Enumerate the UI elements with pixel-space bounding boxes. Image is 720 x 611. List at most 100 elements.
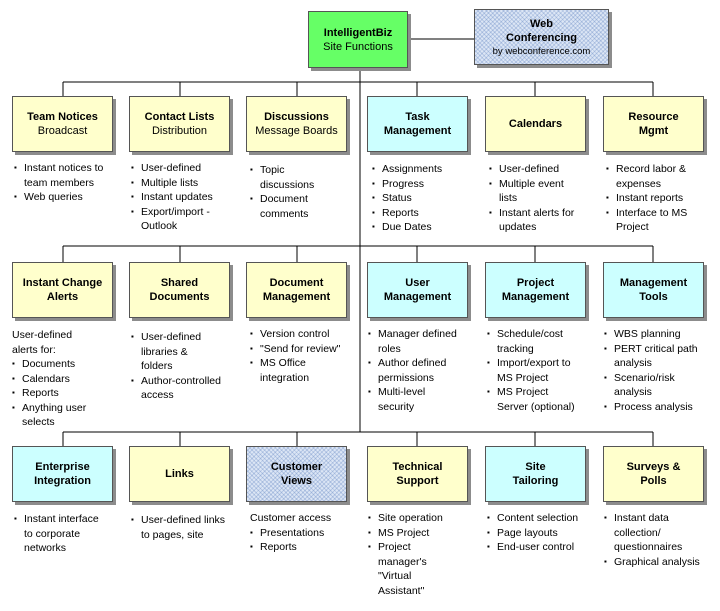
document-management-details: Version control"Send for review"MS Offic… (250, 327, 346, 385)
list-item: "Send for review" (250, 342, 346, 357)
node-title: Project Management (501, 277, 570, 303)
list-item: Assignments (372, 162, 464, 177)
list-item: Author defined permissions (368, 356, 464, 385)
list-item: End-user control (487, 540, 579, 555)
node-instant-change-alerts: Instant Change Alerts (12, 262, 113, 318)
team-notices-details: Instant notices to team membersWeb queri… (14, 161, 110, 205)
user-management-details: Manager defined rolesAuthor defined perm… (368, 327, 464, 414)
node-title: Resource Mgmt (628, 111, 679, 137)
list-item: Instant alerts for updates (489, 206, 583, 235)
list-item: Version control (250, 327, 346, 342)
surveys-polls-details: Instant data collection/ questionnairesG… (604, 511, 708, 569)
node-surveys-polls: Surveys & Polls (603, 446, 704, 502)
list-item: Export/import - Outlook (131, 205, 227, 234)
list-item: Status (372, 191, 464, 206)
discussions-details: Topic discussionsDocument comments (250, 163, 340, 221)
node-title: Calendars (508, 118, 563, 130)
list-item: Multiple lists (131, 176, 227, 191)
task-management-details: AssignmentsProgressStatusReportsDue Date… (372, 162, 464, 235)
list-item: Web queries (14, 190, 110, 205)
list-item: Reports (12, 386, 112, 401)
list-item: User-defined libraries & folders (131, 330, 221, 374)
node-title: Shared Documents (149, 277, 210, 303)
list-item: Process analysis (604, 400, 704, 415)
list-item: Import/export to MS Project (487, 356, 581, 385)
node-discussions: Discussions Message Boards (246, 96, 347, 152)
resource-mgmt-details: Record labor & expensesInstant reportsIn… (606, 162, 706, 235)
node-title: Site Tailoring (512, 461, 559, 487)
list-item: Calendars (12, 372, 112, 387)
node-title: Links (165, 468, 194, 480)
web-conferencing-title: Web Conferencing (506, 17, 577, 44)
list-item: Instant interface to corporate networks (14, 512, 102, 556)
list-item: Anything user selects (12, 401, 112, 430)
calendars-details: User-definedMultiple event listsInstant … (489, 162, 583, 235)
management-tools-details: WBS planningPERT critical path analysisS… (604, 327, 704, 414)
node-technical-support: Technical Support (367, 446, 468, 502)
node-title: Document Management (262, 277, 331, 303)
node-title: Management Tools (619, 277, 688, 303)
list-item: Content selection (487, 511, 579, 526)
list-item: Instant data collection/ questionnaires (604, 511, 708, 555)
list-item: User-defined (131, 161, 227, 176)
node-title: Discussions (264, 111, 329, 123)
node-title: Technical Support (392, 461, 443, 487)
list-item: Document comments (250, 192, 340, 221)
node-title: Team Notices (27, 111, 98, 123)
list-item: Page layouts (487, 526, 579, 541)
details-intro: User-defined alerts for: (12, 329, 73, 356)
list-item: Multiple event lists (489, 177, 583, 206)
node-user-management: User Management (367, 262, 468, 318)
node-links: Links (129, 446, 230, 502)
list-item: Project manager's "Virtual Assistant" (368, 540, 440, 598)
list-item: Manager defined roles (368, 327, 464, 356)
node-site-tailoring: Site Tailoring (485, 446, 586, 502)
node-resource-mgmt: Resource Mgmt (603, 96, 704, 152)
customer-views-details: Customer access PresentationsReports (250, 511, 350, 555)
node-project-management: Project Management (485, 262, 586, 318)
node-calendars: Calendars (485, 96, 586, 152)
list-item: User-defined (489, 162, 583, 177)
node-management-tools: Management Tools (603, 262, 704, 318)
project-management-details: Schedule/cost trackingImport/export to M… (487, 327, 581, 414)
technical-support-details: Site operationMS ProjectProject manager'… (368, 511, 462, 598)
node-customer-views: Customer Views (246, 446, 347, 502)
node-subtitle: Message Boards (255, 125, 338, 137)
list-item: MS Office integration (250, 356, 346, 385)
node-title: Task Management (383, 111, 452, 137)
list-item: Author-controlled access (131, 374, 221, 403)
enterprise-integration-details: Instant interface to corporate networks (14, 512, 102, 556)
list-item: Instant updates (131, 190, 227, 205)
list-item: Schedule/cost tracking (487, 327, 581, 356)
web-conferencing-subtitle: by webconference.com (492, 45, 591, 57)
list-item: MS Project Server (optional) (487, 385, 581, 414)
list-item: PERT critical path analysis (604, 342, 704, 371)
list-item: MS Project (368, 526, 462, 541)
node-subtitle: Distribution (151, 125, 208, 137)
node-title: User Management (383, 277, 452, 303)
instant-change-alerts-details: User-defined alerts for: DocumentsCalend… (12, 328, 112, 430)
shared-documents-details: User-defined libraries & foldersAuthor-c… (131, 330, 221, 403)
node-title: Enterprise Integration (34, 461, 91, 487)
node-task-management: Task Management (367, 96, 468, 152)
list-item: Instant reports (606, 191, 706, 206)
main-node-title: IntelligentBiz (323, 26, 393, 39)
web-conferencing-node: Web Conferencing by webconference.com (474, 9, 609, 65)
node-enterprise-integration: Enterprise Integration (12, 446, 113, 502)
list-item: Documents (12, 357, 112, 372)
contact-lists-details: User-definedMultiple listsInstant update… (131, 161, 227, 234)
node-contact-lists: Contact Lists Distribution (129, 96, 230, 152)
node-title: Surveys & Polls (626, 461, 681, 487)
list-item: WBS planning (604, 327, 704, 342)
list-item: Topic discussions (250, 163, 340, 192)
list-item: Multi-level security (368, 385, 464, 414)
site-tailoring-details: Content selectionPage layoutsEnd-user co… (487, 511, 579, 555)
list-item: Due Dates (372, 220, 464, 235)
node-team-notices: Team Notices Broadcast (12, 96, 113, 152)
list-item: Graphical analysis (604, 555, 708, 570)
list-item: User-defined links to pages, site (131, 513, 227, 542)
node-subtitle: Broadcast (37, 125, 88, 137)
details-intro: Customer access (250, 512, 332, 524)
node-title: Instant Change Alerts (22, 277, 103, 303)
